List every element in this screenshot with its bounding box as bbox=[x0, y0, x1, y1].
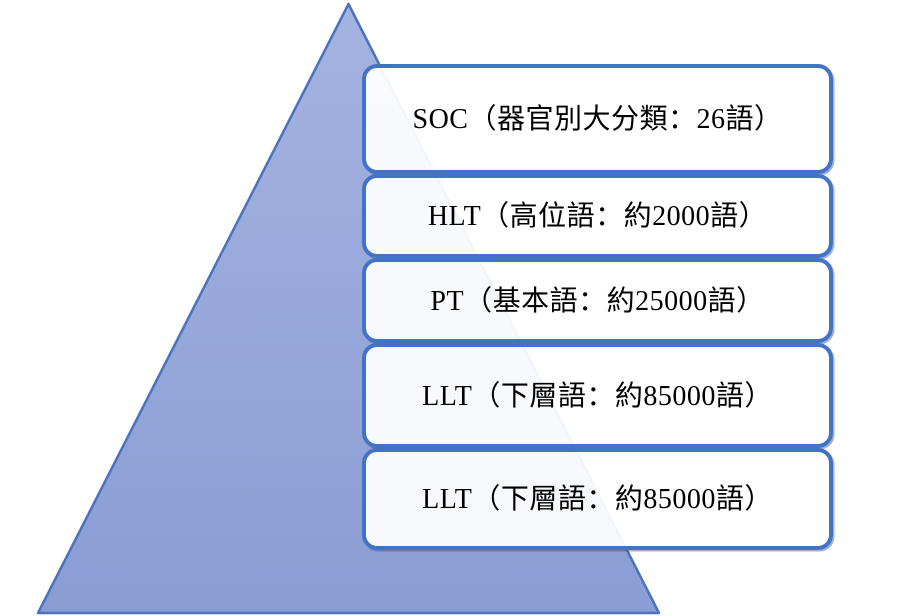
pyramid-level-llt-1-label: LLT（下層語：約85000語） bbox=[422, 380, 773, 412]
pyramid-level-hlt: HLT（高位語：約2000語） bbox=[362, 174, 833, 258]
pyramid-level-pt-label: PT（基本語：約25000語） bbox=[430, 285, 765, 317]
pyramid-level-soc: SOC（器官別大分類：26語） bbox=[362, 64, 833, 174]
pyramid-level-soc-label: SOC（器官別大分類：26語） bbox=[412, 104, 783, 135]
pyramid-level-pt: PT（基本語：約25000語） bbox=[362, 258, 833, 343]
pyramid-level-hlt-label: HLT（高位語：約2000語） bbox=[427, 201, 768, 232]
pyramid-level-llt-2: LLT（下層語：約85000語） bbox=[362, 448, 833, 550]
pyramid-level-llt-2-label: LLT（下層語：約85000語） bbox=[422, 484, 773, 515]
pyramid-level-llt-1: LLT（下層語：約85000語） bbox=[362, 343, 833, 448]
